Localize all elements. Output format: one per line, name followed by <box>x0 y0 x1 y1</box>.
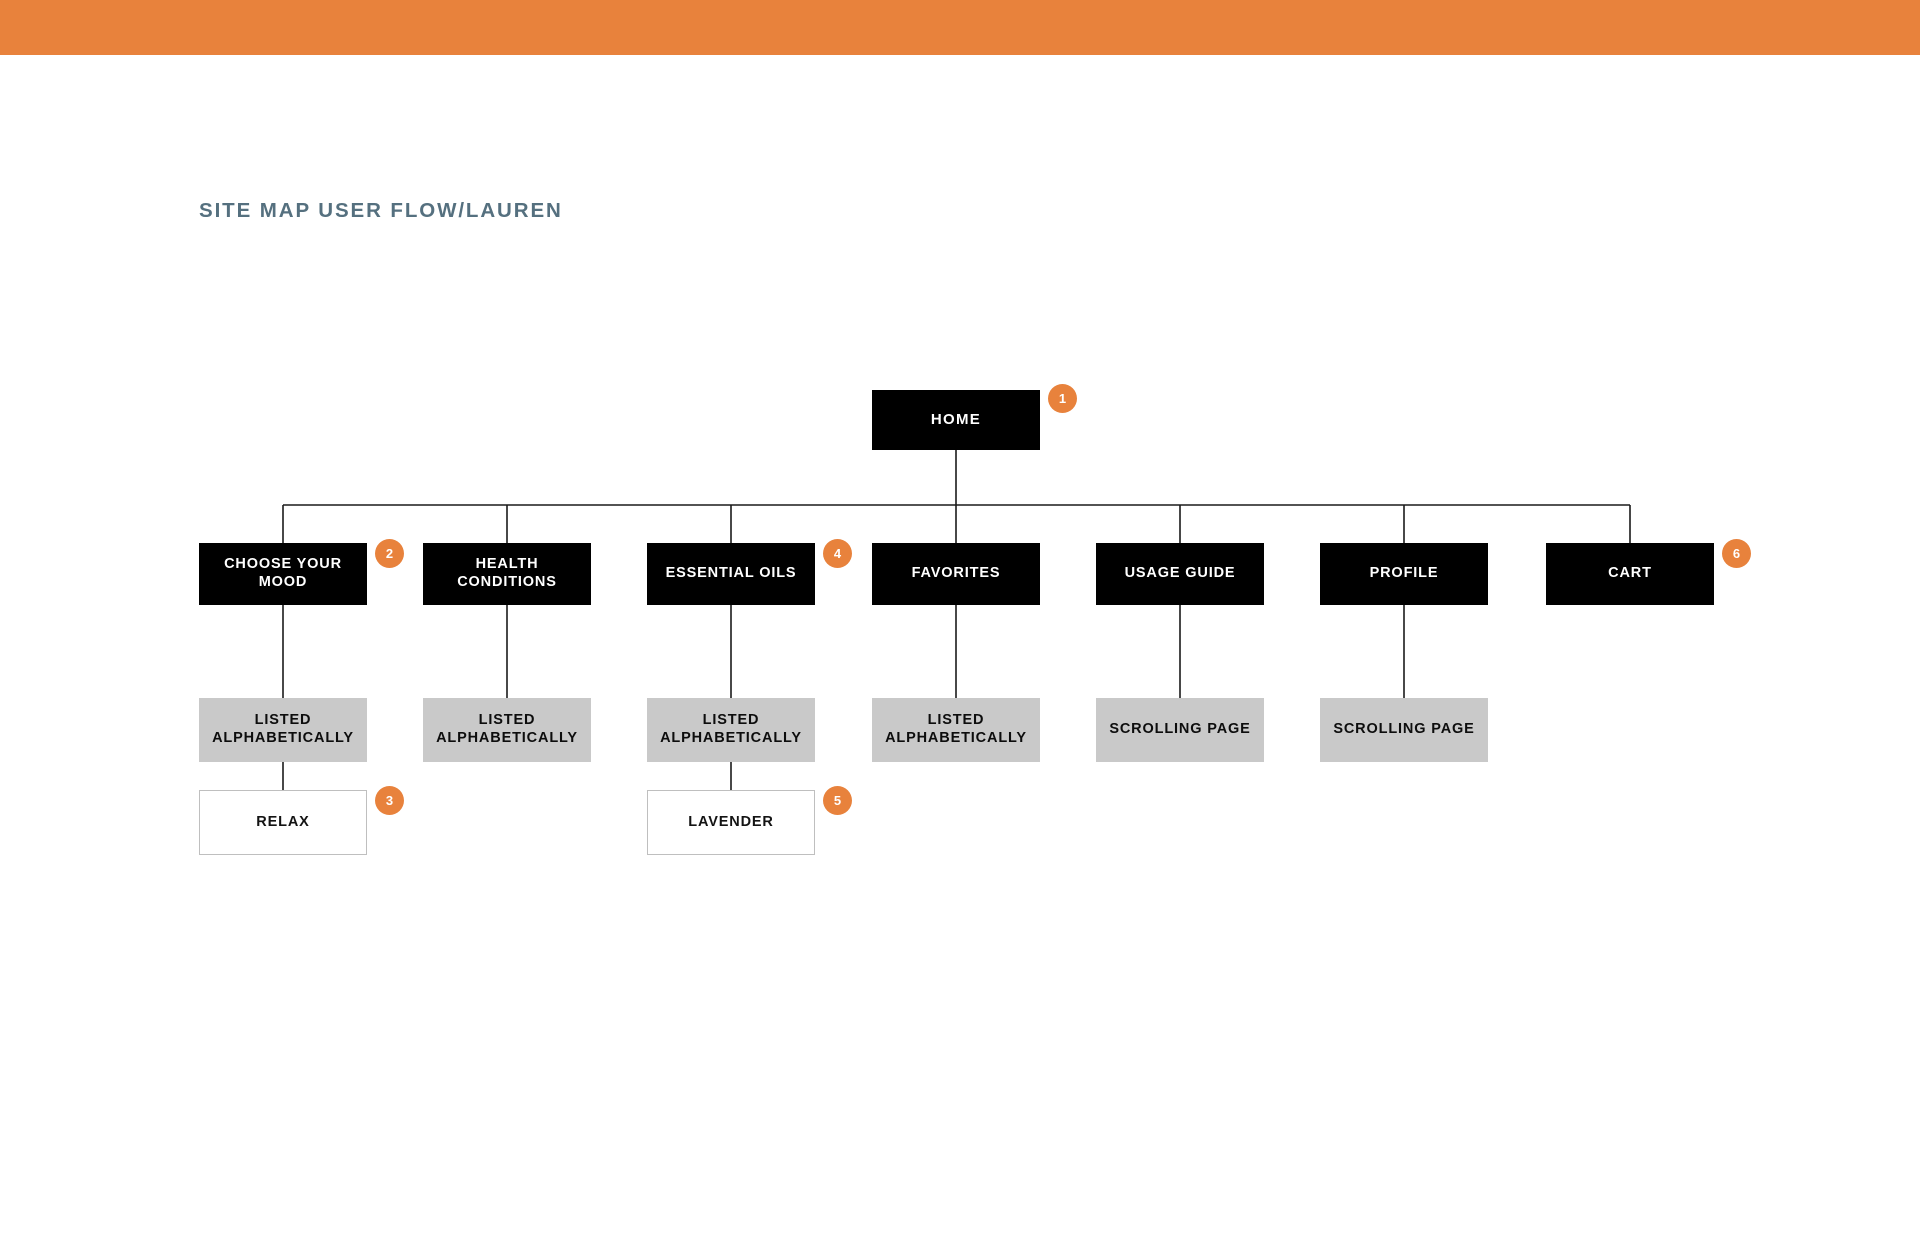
sitemap-node-label: LISTED ALPHABETICALLY <box>436 712 578 746</box>
sitemap-node-label: FAVORITES <box>911 565 1001 582</box>
step-badge-2[interactable]: 2 <box>375 539 404 568</box>
sitemap-node-label: LISTED ALPHABETICALLY <box>660 712 802 746</box>
sitemap-node-usage-scrolling[interactable]: SCROLLING PAGE <box>1096 698 1264 762</box>
sitemap-node-label: LISTED ALPHABETICALLY <box>212 712 354 746</box>
sitemap-node-label: USAGE GUIDE <box>1124 565 1236 582</box>
sitemap-node-mood-listed[interactable]: LISTED ALPHABETICALLY <box>199 698 367 762</box>
sitemap-node-health-conditions[interactable]: HEALTH CONDITIONS <box>423 543 591 605</box>
sitemap-node-label: CART <box>1608 565 1652 582</box>
sitemap-node-essential-oils[interactable]: ESSENTIAL OILS <box>647 543 815 605</box>
sitemap-node-choose-your-mood[interactable]: CHOOSE YOUR MOOD <box>199 543 367 605</box>
sitemap-node-relax[interactable]: RELAX <box>199 790 367 855</box>
sitemap-node-oils-listed[interactable]: LISTED ALPHABETICALLY <box>647 698 815 762</box>
step-badge-1[interactable]: 1 <box>1048 384 1077 413</box>
sitemap-node-lavender[interactable]: LAVENDER <box>647 790 815 855</box>
step-badge-5[interactable]: 5 <box>823 786 852 815</box>
sitemap-node-label: HOME <box>930 410 982 428</box>
sitemap-node-label: HEALTH CONDITIONS <box>457 556 557 590</box>
page-title: SITE MAP USER FLOW/LAUREN <box>199 199 563 222</box>
sitemap-node-label: RELAX <box>256 813 310 830</box>
sitemap-node-label: LAVENDER <box>688 813 774 830</box>
step-badge-4[interactable]: 4 <box>823 539 852 568</box>
sitemap-node-health-listed[interactable]: LISTED ALPHABETICALLY <box>423 698 591 762</box>
sitemap-node-label: LISTED ALPHABETICALLY <box>885 712 1027 746</box>
top-banner-bar <box>0 0 1920 55</box>
sitemap-node-label: PROFILE <box>1369 565 1439 582</box>
sitemap-node-usage-guide[interactable]: USAGE GUIDE <box>1096 543 1264 605</box>
sitemap-node-favorites-listed[interactable]: LISTED ALPHABETICALLY <box>872 698 1040 762</box>
step-badge-3[interactable]: 3 <box>375 786 404 815</box>
sitemap-node-label: SCROLLING PAGE <box>1333 721 1475 738</box>
sitemap-node-home[interactable]: HOME <box>872 390 1040 450</box>
sitemap-node-label: CHOOSE YOUR MOOD <box>224 556 342 590</box>
sitemap-node-cart[interactable]: CART <box>1546 543 1714 605</box>
sitemap-node-favorites[interactable]: FAVORITES <box>872 543 1040 605</box>
step-badge-6[interactable]: 6 <box>1722 539 1751 568</box>
sitemap-node-profile[interactable]: PROFILE <box>1320 543 1488 605</box>
sitemap-node-profile-scrolling[interactable]: SCROLLING PAGE <box>1320 698 1488 762</box>
sitemap-node-label: SCROLLING PAGE <box>1109 721 1251 738</box>
sitemap-node-label: ESSENTIAL OILS <box>665 565 797 582</box>
